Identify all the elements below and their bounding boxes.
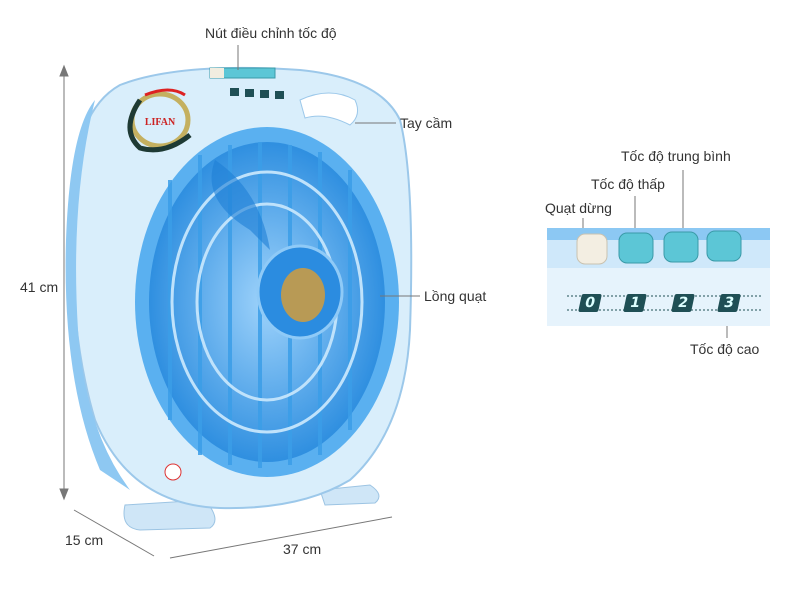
key-2: 2 xyxy=(671,294,695,312)
height-label: 41 cm xyxy=(20,279,59,295)
stop-label: Quạt dừng xyxy=(545,200,612,216)
low-speed-label: Tốc độ thấp xyxy=(591,176,665,192)
key-0: 0 xyxy=(578,294,602,312)
width-label: 37 cm xyxy=(283,541,322,557)
depth-dimension-line xyxy=(73,509,155,557)
high-speed-button xyxy=(706,230,742,262)
medium-speed-label: Tốc độ trung bình xyxy=(621,148,731,164)
high-speed-label: Tốc độ cao xyxy=(690,341,760,357)
speed-control-label: Nút điều chỉnh tốc độ xyxy=(205,25,337,41)
grill-label: Lồng quạt xyxy=(424,288,487,304)
key-1: 1 xyxy=(623,294,647,312)
svg-text:LIFAN: LIFAN xyxy=(145,117,176,128)
handle-label: Tay cầm xyxy=(400,115,453,131)
width-dimension-line xyxy=(169,516,393,559)
quality-sticker xyxy=(164,463,182,481)
fan-blade xyxy=(211,160,270,250)
lifan-logo: LIFAN xyxy=(127,88,192,153)
fan-foot-right xyxy=(319,484,380,506)
handle xyxy=(299,92,359,126)
control-numbers xyxy=(230,88,284,99)
depth-label: 15 cm xyxy=(65,532,104,548)
fan-side xyxy=(65,100,130,490)
medium-speed-button xyxy=(663,231,699,263)
control-panel-closeup: 0 1 2 3 xyxy=(547,228,770,326)
key-3: 3 xyxy=(717,294,741,312)
stop-button xyxy=(576,233,608,265)
low-speed-button xyxy=(618,232,654,264)
